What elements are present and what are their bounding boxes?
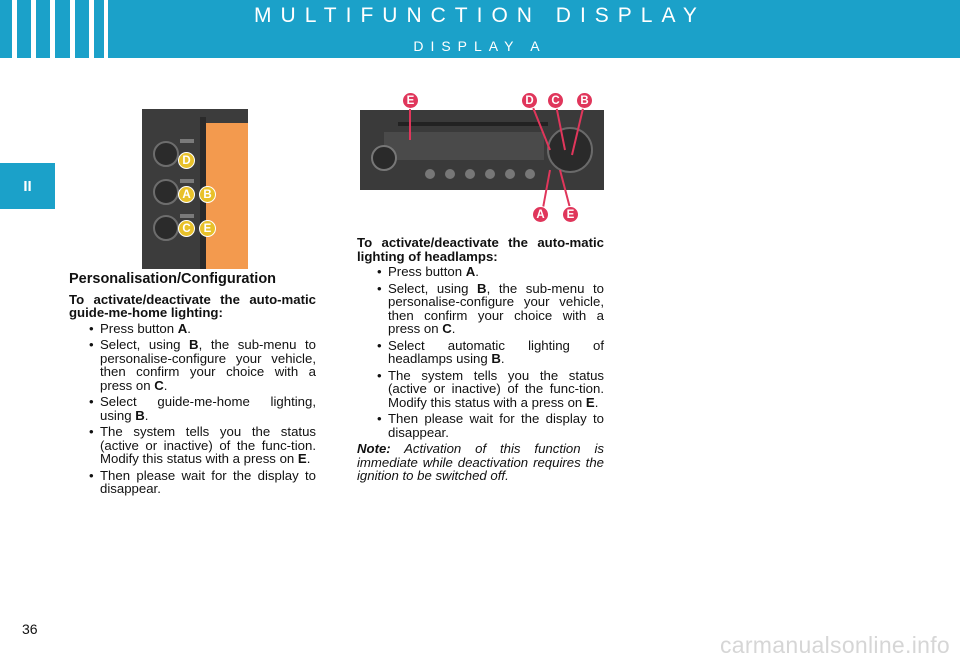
callout-e: E bbox=[199, 220, 216, 237]
header-stripe bbox=[89, 0, 94, 58]
page-subtitle: DISPLAY A bbox=[413, 38, 547, 54]
list-item: Select, using B, the sub-menu to persona… bbox=[377, 281, 604, 336]
list-item: Press button A. bbox=[377, 265, 604, 279]
navigation-dial bbox=[547, 127, 593, 173]
list-item: Then please wait for the display to disa… bbox=[89, 468, 316, 496]
header-stripe bbox=[31, 0, 36, 58]
header-stripe bbox=[70, 0, 75, 58]
left-column: Personalisation/Configuration To activat… bbox=[69, 271, 316, 499]
list-item: Then please wait for the display to disa… bbox=[377, 412, 604, 439]
callout-e: E bbox=[562, 206, 579, 223]
list-item: Select guide-me-home lighting, using B. bbox=[89, 395, 316, 422]
control-knob bbox=[153, 179, 179, 205]
control-knob bbox=[153, 215, 179, 241]
header-band: MULTIFUNCTION DISPLAY DISPLAY A bbox=[0, 0, 960, 58]
volume-knob bbox=[371, 145, 397, 171]
callout-e: E bbox=[402, 92, 419, 109]
display-controls-photo bbox=[142, 109, 248, 269]
header-stripe bbox=[104, 0, 108, 58]
control-knob bbox=[153, 141, 179, 167]
callout-a: A bbox=[178, 186, 195, 203]
callout-d: D bbox=[521, 92, 538, 109]
callout-b: B bbox=[576, 92, 593, 109]
list-item: Select automatic lighting of headlamps u… bbox=[377, 338, 604, 366]
right-column: To activate/deactivate the auto-matic li… bbox=[357, 236, 604, 496]
right-intro: To activate/deactivate the auto-matic li… bbox=[357, 235, 604, 264]
callout-b: B bbox=[199, 186, 216, 203]
list-item: Press button A. bbox=[89, 321, 316, 336]
section-heading: Personalisation/Configuration bbox=[69, 271, 277, 287]
list-item: The system tells you the status (active … bbox=[89, 425, 316, 466]
list-item: Select, using B, the sub-menu to persona… bbox=[89, 338, 316, 392]
left-steps: Press button A. Select, using B, the sub… bbox=[69, 321, 316, 496]
header-stripe bbox=[50, 0, 55, 58]
right-steps: Press button A. Select, using B, the sub… bbox=[357, 265, 604, 439]
callout-a: A bbox=[532, 206, 549, 223]
page-number: 36 bbox=[22, 621, 38, 637]
callout-c: C bbox=[178, 220, 195, 237]
list-item: The system tells you the status (active … bbox=[377, 368, 604, 410]
callout-d: D bbox=[178, 152, 195, 169]
callout-c: C bbox=[547, 92, 564, 109]
chapter-tab: II bbox=[0, 163, 55, 209]
radio-unit-photo bbox=[360, 110, 604, 190]
note: Note: Activation of this function is imm… bbox=[357, 441, 604, 483]
callout-lines bbox=[409, 99, 586, 209]
left-intro: To activate/deactivate the auto-matic gu… bbox=[69, 291, 316, 320]
page-title: MULTIFUNCTION DISPLAY bbox=[254, 4, 706, 27]
watermark: carmanualsonline.info bbox=[719, 632, 950, 658]
header-stripe bbox=[12, 0, 17, 58]
